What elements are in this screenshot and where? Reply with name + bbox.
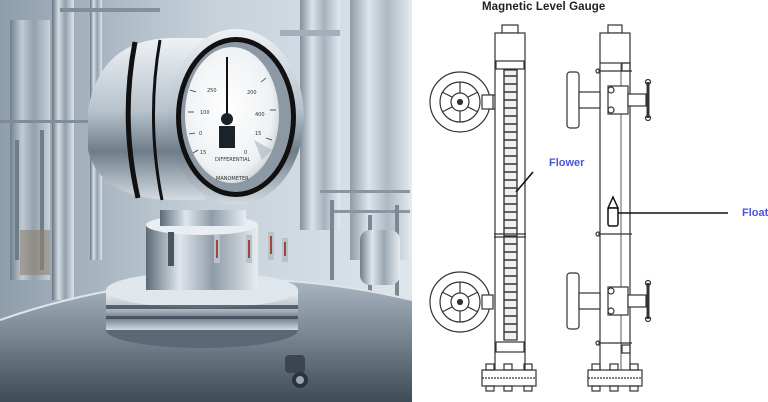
float-cone — [606, 195, 620, 209]
flower-label: Flower — [549, 157, 585, 169]
flange-base — [106, 210, 298, 348]
dial-label-100: 100 — [200, 110, 210, 116]
dial-label-250: 250 — [207, 88, 217, 94]
dial-label-200: 200 — [247, 90, 257, 96]
tank-fitting — [285, 355, 308, 388]
float-body — [607, 207, 619, 227]
pressure-gauge-illustration — [0, 0, 412, 402]
front-view-column — [481, 24, 537, 392]
top-handwheel-valve-front — [429, 71, 495, 133]
bottom-valve-side — [566, 272, 652, 330]
dial-label-400: 400 — [255, 112, 265, 118]
level-gauge-line-drawing — [429, 24, 728, 392]
dial-label-15-right: 15 — [255, 131, 262, 137]
diagram-title: Magnetic Level Gauge — [482, 1, 606, 13]
top-valve-side — [566, 71, 652, 129]
bottom-handwheel-valve-front — [429, 271, 494, 333]
dial-label-15: 15 — [200, 150, 207, 156]
dial-face-text: DIFFERENTIAL — [215, 157, 251, 163]
pressure-gauge-photo: 250 100 0 15 200 400 15 0 DIFFERENTIAL M… — [0, 0, 412, 402]
dial-bottom-text: MANOMETER — [216, 176, 249, 182]
gauge-face — [168, 29, 304, 205]
background-pipes — [0, 0, 412, 300]
float-label: Float — [742, 207, 768, 219]
side-view-column — [587, 24, 643, 392]
magnetic-level-gauge-diagram: Magnetic Level Gauge Flower Float — [412, 0, 768, 402]
dial-label-0: 0 — [199, 131, 203, 137]
dial-label-0-right: 0 — [244, 150, 248, 156]
flower-leader-line — [515, 171, 534, 193]
flange-bolts — [168, 232, 288, 266]
